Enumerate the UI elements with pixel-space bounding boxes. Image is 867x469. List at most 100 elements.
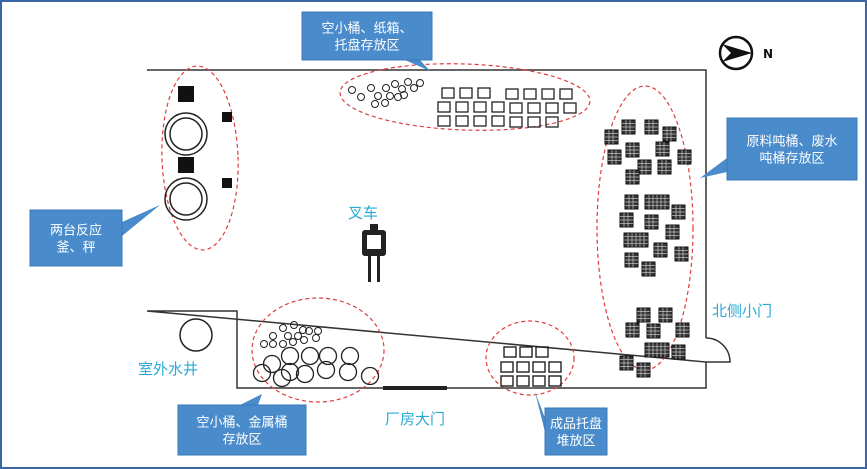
ton-bucket bbox=[624, 252, 639, 268]
metal-drum bbox=[316, 360, 336, 380]
ton-bucket bbox=[665, 224, 680, 240]
scale-block bbox=[222, 178, 232, 188]
small-bucket bbox=[284, 332, 292, 340]
small-bucket bbox=[290, 321, 298, 329]
callout-pointer bbox=[122, 205, 160, 236]
ton-bucket bbox=[644, 214, 659, 230]
scale-block bbox=[178, 86, 194, 102]
carton-box bbox=[563, 102, 577, 114]
metal-drum bbox=[295, 364, 315, 384]
metal-drum bbox=[252, 363, 272, 383]
bottom-drum-zone bbox=[251, 297, 385, 403]
small-bucket bbox=[260, 340, 268, 348]
pallet-box bbox=[532, 361, 546, 373]
ton-bucket bbox=[624, 194, 639, 210]
pallet-box bbox=[500, 375, 514, 387]
small-bucket bbox=[391, 80, 399, 88]
metal-drum bbox=[338, 362, 358, 382]
building-outline bbox=[146, 69, 731, 390]
carton-box bbox=[455, 115, 469, 127]
pallet-box bbox=[516, 375, 530, 387]
ton-bucket bbox=[655, 141, 670, 157]
north-label: N bbox=[763, 47, 773, 61]
metal-drum bbox=[280, 346, 300, 366]
top-storage-zone bbox=[339, 63, 591, 131]
small-bucket bbox=[294, 332, 302, 340]
ton-bucket bbox=[604, 129, 619, 145]
small-bucket bbox=[269, 332, 277, 340]
ton-bucket bbox=[644, 194, 670, 210]
callout-text-line: 原料吨桶、废水 bbox=[746, 134, 837, 150]
reactor-inner bbox=[169, 182, 203, 216]
ton-bucket bbox=[641, 261, 656, 277]
reactor-zone bbox=[161, 65, 239, 251]
ton-bucket bbox=[644, 342, 670, 358]
ton-bucket bbox=[607, 149, 622, 165]
callout-text-line: 托盘存放区 bbox=[334, 38, 399, 54]
small-bucket bbox=[400, 91, 408, 99]
carton-box bbox=[437, 101, 451, 113]
ton-bucket bbox=[636, 307, 651, 323]
ton-bucket bbox=[658, 307, 673, 323]
carton-box bbox=[491, 101, 505, 113]
carton-box bbox=[523, 88, 537, 100]
metal-drum bbox=[360, 366, 380, 386]
ton-bucket bbox=[657, 159, 672, 175]
small-bucket bbox=[314, 327, 322, 335]
pallet-box bbox=[516, 361, 530, 373]
callout-box bbox=[301, 11, 433, 61]
carton-box bbox=[441, 87, 455, 99]
carton-box bbox=[509, 102, 523, 114]
ton-bucket bbox=[662, 126, 677, 142]
ton-bucket bbox=[623, 232, 649, 248]
outdoor-well-label: 室外水井 bbox=[138, 360, 198, 378]
metal-drum bbox=[340, 346, 360, 366]
metal-drum bbox=[318, 346, 338, 366]
ton-bucket bbox=[619, 212, 634, 228]
carton-box bbox=[473, 115, 487, 127]
ton-bucket bbox=[653, 242, 668, 258]
ton-bucket bbox=[636, 362, 651, 378]
callout-text-line: 吨桶存放区 bbox=[759, 152, 824, 167]
metal-drum bbox=[280, 362, 300, 382]
ton-bucket bbox=[625, 169, 640, 185]
callout-pointer bbox=[405, 60, 430, 71]
carton-box bbox=[505, 88, 519, 100]
ton-bucket-zone bbox=[596, 85, 694, 371]
callout-text-line: 堆放区 bbox=[556, 434, 595, 449]
small-bucket bbox=[386, 92, 394, 100]
scale-block bbox=[178, 157, 194, 173]
carton-box bbox=[545, 116, 559, 128]
pallet-box bbox=[548, 361, 562, 373]
reactor bbox=[164, 112, 208, 156]
carton-box bbox=[473, 101, 487, 113]
pallet-box bbox=[535, 346, 549, 358]
small-bucket bbox=[348, 86, 356, 94]
metal-drum bbox=[300, 346, 320, 366]
carton-box bbox=[491, 115, 505, 127]
ton-bucket bbox=[646, 323, 661, 339]
forklift-label: 叉车 bbox=[348, 204, 378, 222]
carton-box bbox=[545, 102, 559, 114]
ton-bucket bbox=[677, 149, 692, 165]
main-gate-label: 厂房大门 bbox=[385, 410, 445, 428]
outdoor-well bbox=[179, 318, 213, 352]
north-door-label: 北侧小门 bbox=[712, 302, 772, 320]
small-bucket bbox=[382, 84, 390, 92]
callout-text-line: 存放区 bbox=[222, 433, 261, 448]
callout-pointer bbox=[240, 394, 262, 405]
small-bucket bbox=[371, 100, 379, 108]
callout-box bbox=[544, 407, 608, 456]
ton-bucket bbox=[674, 246, 689, 262]
callout-pointer bbox=[535, 392, 545, 432]
carton-box bbox=[437, 115, 451, 127]
carton-box bbox=[459, 87, 473, 99]
small-bucket bbox=[416, 79, 424, 87]
carton-box bbox=[527, 116, 541, 128]
ton-bucket bbox=[671, 204, 686, 220]
north-compass-icon: N bbox=[718, 35, 773, 71]
small-bucket bbox=[300, 336, 308, 344]
